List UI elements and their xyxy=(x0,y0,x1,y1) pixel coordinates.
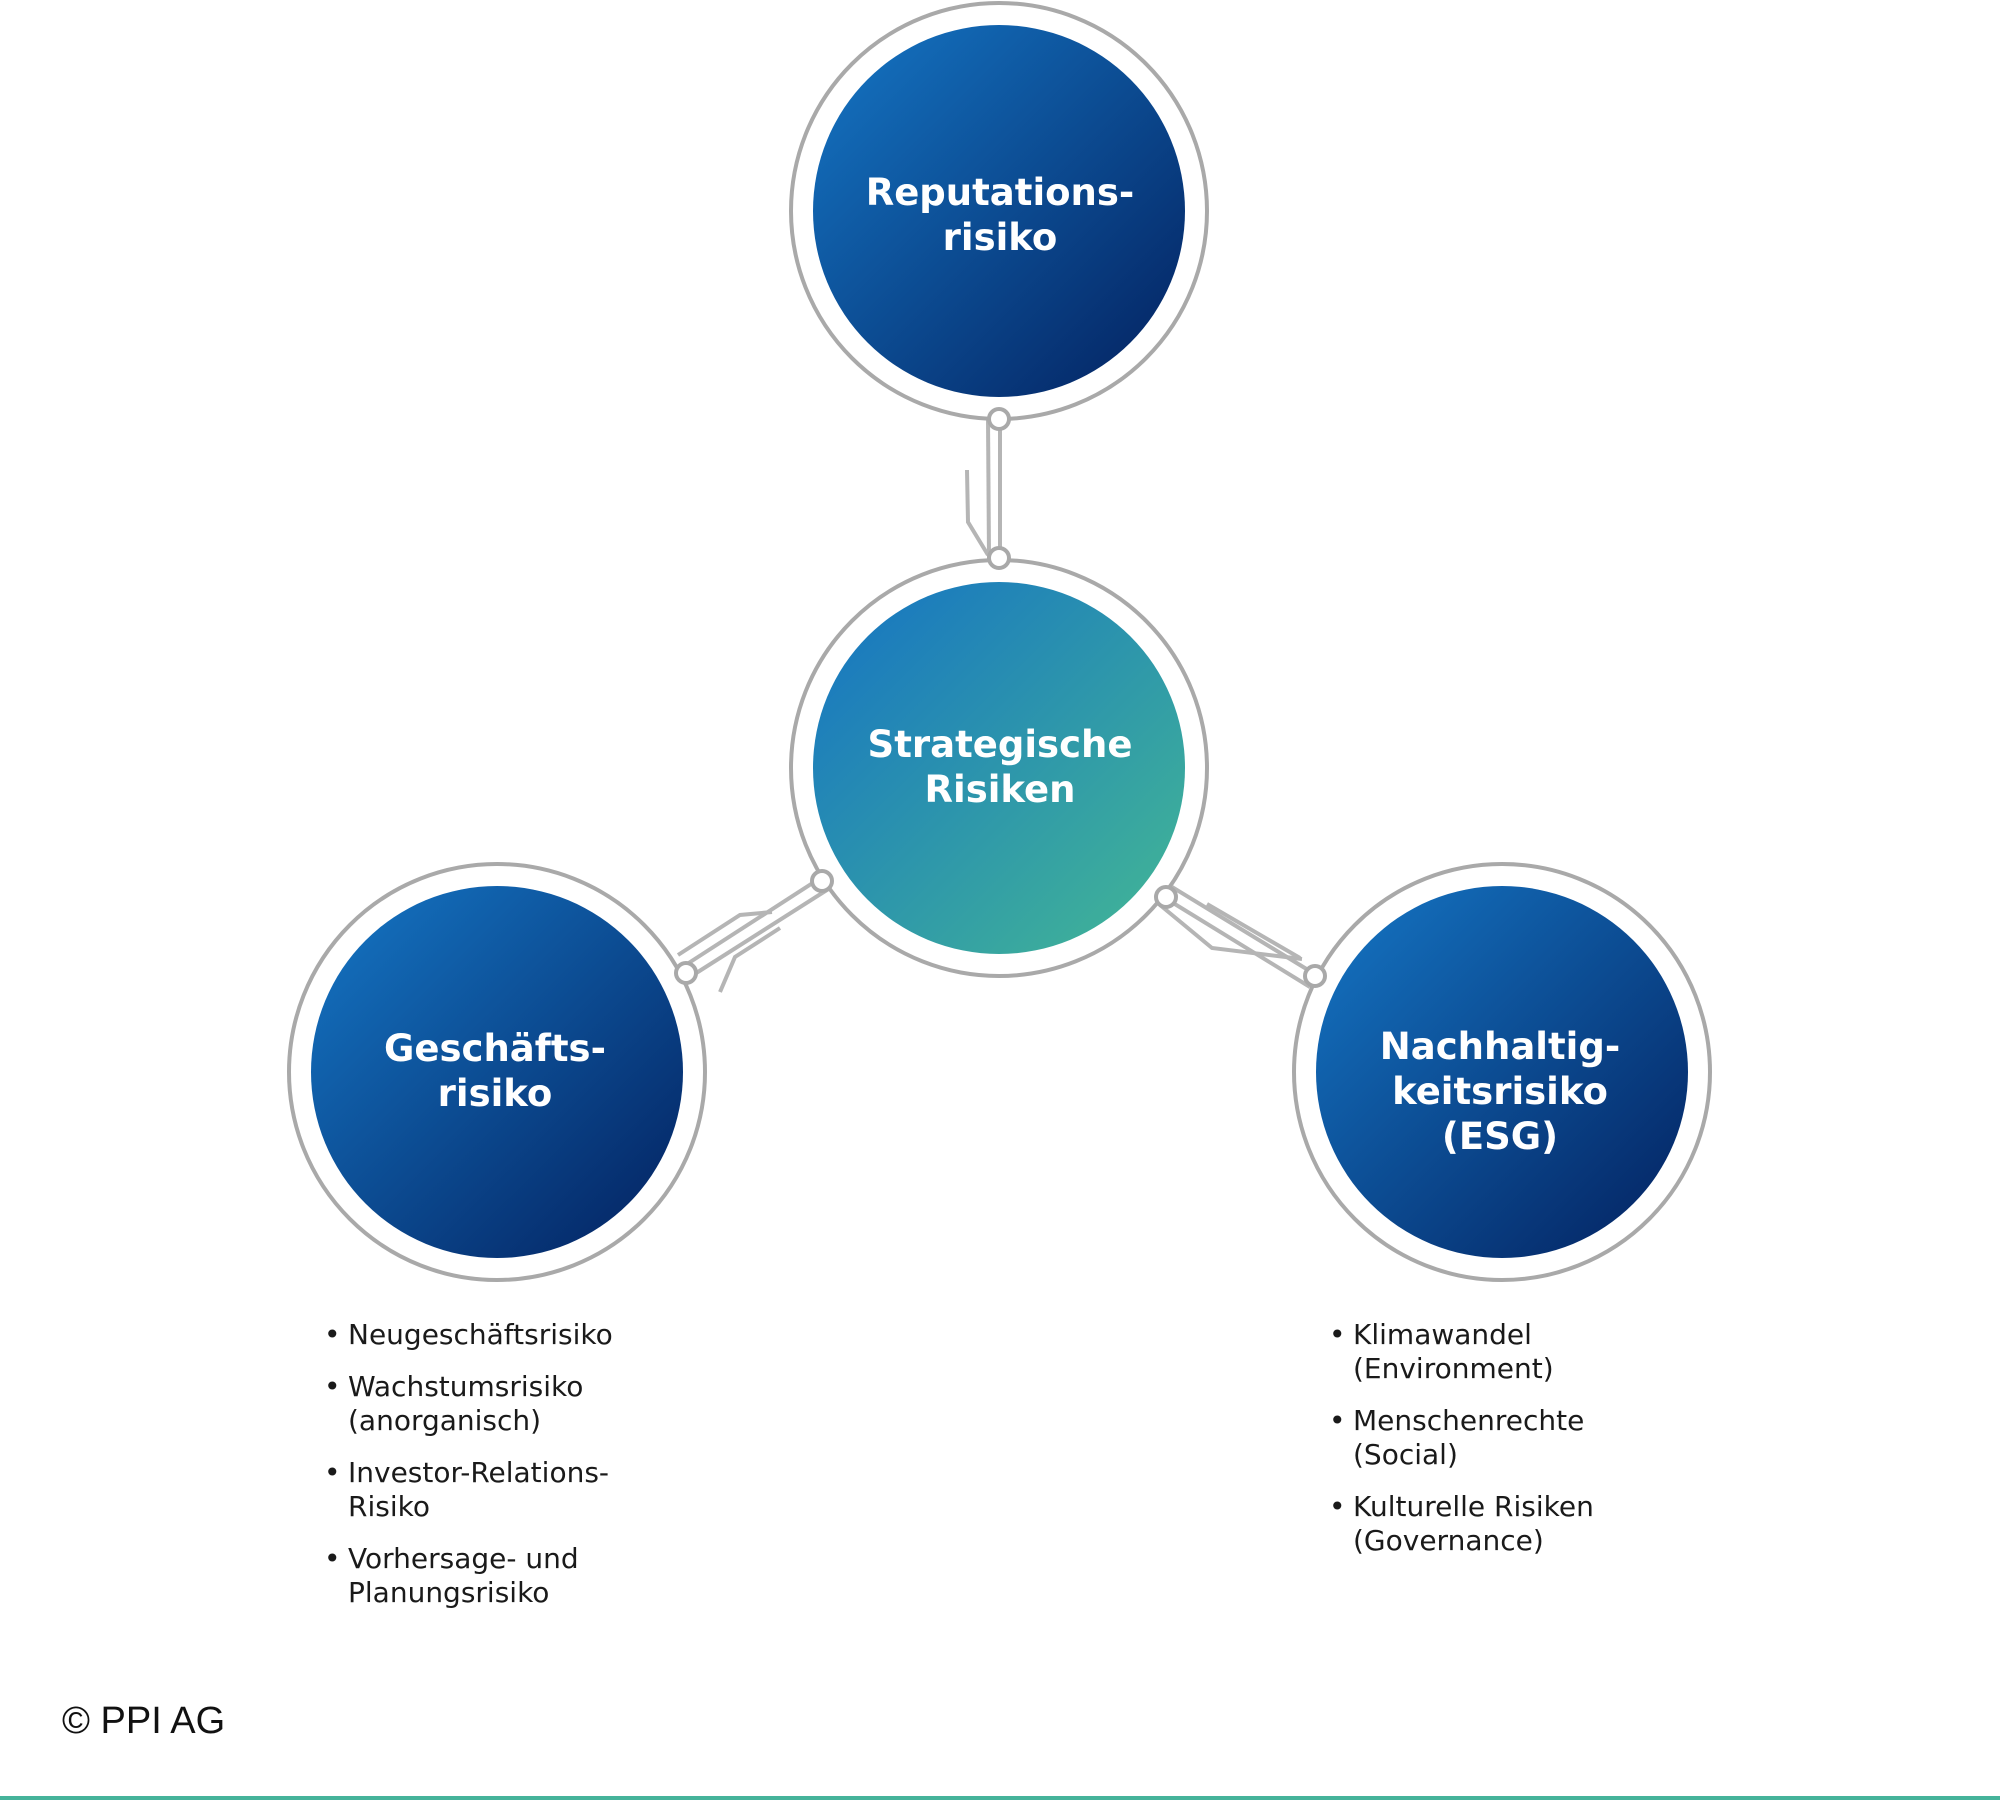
list-nachhaltigkeitsrisiko: •Klimawandel (Environment) •Menschenrech… xyxy=(1327,1318,1707,1576)
knob-top-upper xyxy=(987,407,1011,431)
bullet-icon: • xyxy=(324,1456,341,1489)
node-label-reputationsrisiko: Reputations- risiko xyxy=(865,171,1135,259)
node-strategische-risiken xyxy=(789,558,1209,978)
connector-knobs xyxy=(674,407,1327,988)
list-item: •Klimawandel (Environment) xyxy=(1329,1318,1554,1385)
list-item: •Neugeschäftsrisiko xyxy=(324,1318,613,1351)
list-item: •Vorhersage- und Planungsrisiko xyxy=(324,1542,579,1609)
knob-left-center xyxy=(810,869,834,893)
bullet-icon: • xyxy=(324,1318,341,1351)
node-label-geschaeftsrisiko: Geschäfts- risiko xyxy=(384,1027,606,1115)
connector-center-left xyxy=(676,875,832,993)
bullet-icon: • xyxy=(1329,1490,1346,1523)
list-item: •Investor-Relations- Risiko xyxy=(324,1456,610,1523)
node-geschaeftsrisiko xyxy=(287,862,707,1282)
bottom-divider xyxy=(0,1796,2000,1800)
connector-center-right xyxy=(1158,885,1320,989)
node-label-strategische-risiken: Strategische Risiken xyxy=(867,723,1133,811)
copyright-notice: © PPI AG xyxy=(62,1700,226,1742)
bullet-icon: • xyxy=(324,1370,341,1403)
knob-right-center xyxy=(1154,885,1178,909)
list-item: •Wachstumsrisiko (anorganisch) xyxy=(324,1370,584,1437)
knob-right-node xyxy=(1303,964,1327,988)
bullet-icon: • xyxy=(1329,1404,1346,1437)
bullet-icon: • xyxy=(324,1542,341,1575)
bullet-icon: • xyxy=(1329,1318,1346,1351)
list-item: •Kulturelle Risiken (Governance) xyxy=(1329,1490,1594,1557)
node-nachhaltigkeitsrisiko xyxy=(1292,862,1712,1282)
knob-left-node xyxy=(674,961,698,985)
list-geschaeftsrisiko: •Neugeschäftsrisiko •Wachstumsrisiko (an… xyxy=(322,1318,702,1628)
knob-top-lower xyxy=(987,546,1011,570)
connector-top-center xyxy=(965,417,1002,559)
node-label-nachhaltigkeitsrisiko: Nachhaltig- keitsrisiko (ESG) xyxy=(1379,1024,1621,1158)
list-item: •Menschenrechte (Social) xyxy=(1329,1404,1585,1471)
